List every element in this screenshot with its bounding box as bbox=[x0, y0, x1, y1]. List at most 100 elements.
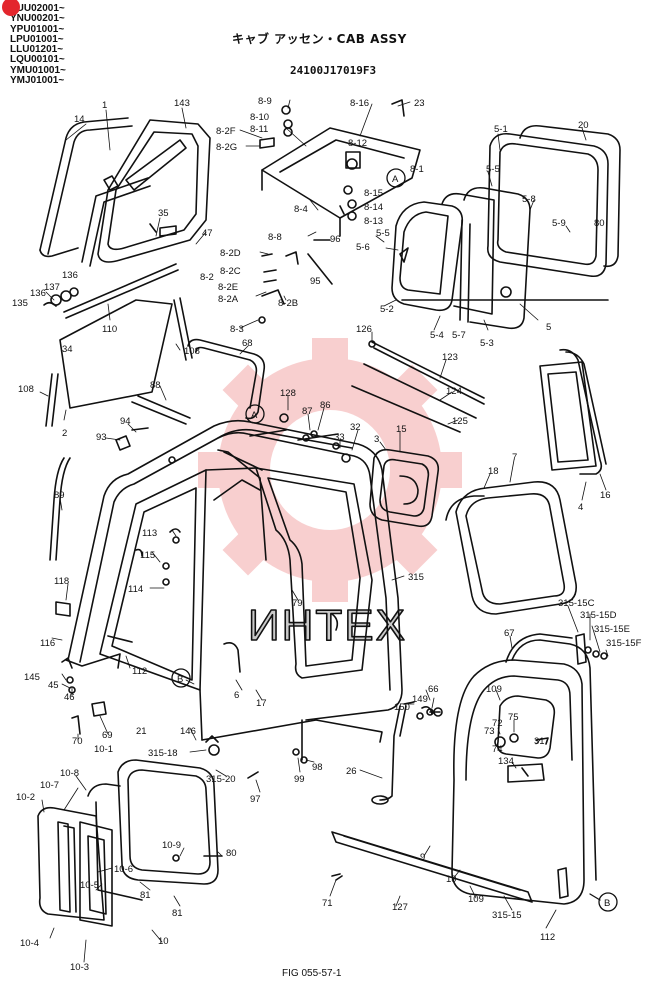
part-label: 71 bbox=[322, 898, 333, 909]
weatherstrip-89 bbox=[49, 457, 71, 561]
serial-line: YPU01001~ bbox=[10, 23, 65, 35]
bar-110 bbox=[63, 263, 179, 319]
watermark-text: ИНТЕХ bbox=[248, 601, 407, 650]
part-label: 81 bbox=[140, 890, 151, 901]
part-label: 10 bbox=[158, 936, 169, 947]
handle-88 bbox=[131, 395, 191, 425]
part-label: 5-5 bbox=[376, 228, 390, 239]
part-label: 9 bbox=[420, 852, 425, 863]
part-label: 26 bbox=[346, 766, 357, 777]
part-label: 7 bbox=[512, 452, 517, 463]
part-label: 109 bbox=[486, 684, 502, 695]
part-label: 6 bbox=[234, 690, 239, 701]
part-label: 8-13 bbox=[364, 216, 383, 227]
part-label: 74 bbox=[492, 744, 503, 755]
part-label: 118 bbox=[54, 576, 69, 587]
ceiling-panel bbox=[258, 99, 421, 324]
part-label: 125 bbox=[452, 416, 468, 427]
front-glass-7 bbox=[455, 481, 577, 615]
part-label: 5-3 bbox=[480, 338, 494, 349]
part-label: 123 bbox=[442, 352, 458, 363]
strip-127 bbox=[331, 831, 533, 903]
part-label: 18 bbox=[488, 466, 499, 477]
callout-a-top: A bbox=[392, 174, 399, 185]
part-label: 8-12 bbox=[348, 138, 367, 149]
part-label: 8-10 bbox=[250, 112, 269, 123]
part-label: 146 bbox=[180, 726, 196, 737]
part-label: 8-4 bbox=[294, 204, 308, 215]
part-label: 8-15 bbox=[364, 188, 383, 199]
rod-125 bbox=[351, 385, 461, 433]
part-label: 137 bbox=[44, 282, 60, 293]
part-label: 5-5 bbox=[486, 164, 500, 175]
part-label: 8-11 bbox=[250, 124, 268, 135]
part-label: 10-1 bbox=[94, 744, 113, 755]
leader-lines bbox=[39, 99, 609, 963]
part-label: 5-7 bbox=[452, 330, 466, 341]
rod-124 bbox=[363, 363, 477, 419]
part-label: 315-15D bbox=[580, 610, 617, 621]
part-label: 8-14 bbox=[364, 202, 383, 213]
part-label: 5-1 bbox=[494, 124, 508, 135]
callout-markers bbox=[171, 168, 618, 912]
part-label: 315 bbox=[408, 572, 424, 583]
serial-line: YUU02001~ bbox=[10, 3, 65, 14]
lower-door-assy-10 bbox=[37, 759, 223, 927]
cab-door bbox=[421, 633, 608, 905]
part-label: 8-16 bbox=[350, 98, 369, 109]
part-label: 81 bbox=[172, 908, 183, 919]
rod-123 bbox=[371, 341, 485, 405]
part-label: 33 bbox=[334, 432, 345, 443]
callout-b-door: B bbox=[604, 898, 610, 909]
part-label: 97 bbox=[250, 794, 261, 805]
part-label: 8-1 bbox=[410, 164, 424, 175]
part-label: 5-8 bbox=[522, 194, 536, 205]
part-label: 124 bbox=[446, 386, 462, 397]
part-label: 10-9 bbox=[162, 840, 181, 851]
watermark-gear-icon bbox=[198, 338, 462, 602]
part-label: 1 bbox=[102, 100, 107, 111]
serial-line: LQU00101~ bbox=[10, 54, 65, 66]
part-label: 126 bbox=[356, 324, 372, 335]
part-label: 8-2G bbox=[216, 142, 237, 153]
part-label: 134 bbox=[498, 756, 514, 767]
part-label: 136 bbox=[30, 288, 46, 299]
part-label: 112 bbox=[540, 932, 555, 943]
part-label: 17 bbox=[256, 698, 267, 709]
callout-a-cab: A bbox=[251, 410, 258, 421]
part-label: 96 bbox=[330, 234, 341, 245]
part-label: 8-9 bbox=[258, 96, 272, 107]
part-label: 315-18 bbox=[148, 748, 178, 759]
part-label: 8-2B bbox=[278, 298, 298, 309]
part-label: 20 bbox=[578, 120, 589, 131]
part-label: 315-15 bbox=[492, 910, 522, 921]
part-label: 3 bbox=[374, 434, 379, 445]
part-label: 128 bbox=[280, 388, 296, 399]
lever-26 bbox=[379, 705, 407, 801]
serial-line: YMJ01001~ bbox=[10, 75, 65, 87]
part-label: 113 bbox=[142, 528, 157, 539]
upper-window-frame bbox=[39, 117, 211, 267]
part-label: 8-2 bbox=[200, 272, 214, 283]
part-label: 80 bbox=[594, 218, 605, 229]
part-label: 10-5 bbox=[80, 880, 99, 891]
part-label: 8-2C bbox=[220, 266, 241, 277]
part-label: 10-8 bbox=[60, 768, 79, 779]
part-label: 5 bbox=[546, 322, 551, 333]
part-label: 5-2 bbox=[380, 304, 394, 315]
part-label: 110 bbox=[102, 324, 117, 335]
part-label: 67 bbox=[504, 628, 515, 639]
part-label: 10-3 bbox=[70, 962, 89, 973]
part-label: 73 bbox=[484, 726, 495, 737]
part-label: 47 bbox=[202, 228, 213, 239]
part-label: 315-15C bbox=[558, 598, 595, 609]
part-label: 315-15F bbox=[606, 638, 642, 649]
part-label: 8-2F bbox=[216, 126, 236, 137]
cab-frame bbox=[55, 419, 403, 761]
part-label: 94 bbox=[120, 416, 131, 427]
part-label: 136 bbox=[62, 270, 78, 281]
part-label: 35 bbox=[158, 208, 169, 219]
part-labels: 14 1 143 35 47 137 136 136 135 110 34 2 … bbox=[12, 96, 642, 973]
small-hardware-parts bbox=[61, 413, 443, 877]
